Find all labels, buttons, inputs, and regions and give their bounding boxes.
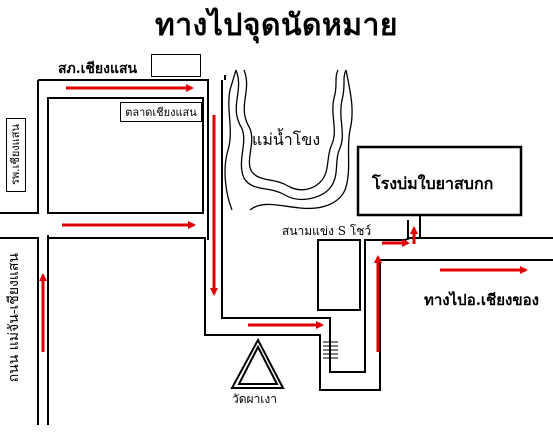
temple-label: วัดผาเงา [232,392,277,406]
route-arrows [39,84,528,352]
tobacco-factory-building [356,145,523,217]
mae-chan-road-label-wrap: ถนน แม่จัน-เชียงแสน [4,238,24,398]
police-station-label: สภ.เชียงแสน [58,61,138,77]
race-track-label: สนามแข่ง S โชว์ [282,224,372,238]
road-left-outer [0,80,39,214]
hospital-building: รพ.เชียงแสน [6,118,26,192]
stairs-icon [323,341,338,359]
map-title: ทางไปจุดนัดหมาย [155,8,398,43]
market-label: ตลาดเชียงแสน [120,102,202,122]
road-left-lower [0,237,39,425]
to-chiang-khong-label: ทางไปอ.เชียงของ [424,291,539,309]
road-main-right [221,80,553,373]
temple-icon [230,337,285,389]
road-middle [48,237,553,391]
mekong-river-shape [224,69,353,211]
river-label: แม่น้ำโขง [252,130,321,149]
race-track-block [317,239,361,311]
road-top-edge [38,79,209,240]
mae-chan-road-label: ถนน แม่จัน-เชียงแสน [6,253,22,383]
hospital-label: รพ.เชียงแสน [9,124,22,186]
police-station-building [151,54,201,77]
tobacco-factory-label: โรงบ่มใบยาสบกก [372,174,494,193]
